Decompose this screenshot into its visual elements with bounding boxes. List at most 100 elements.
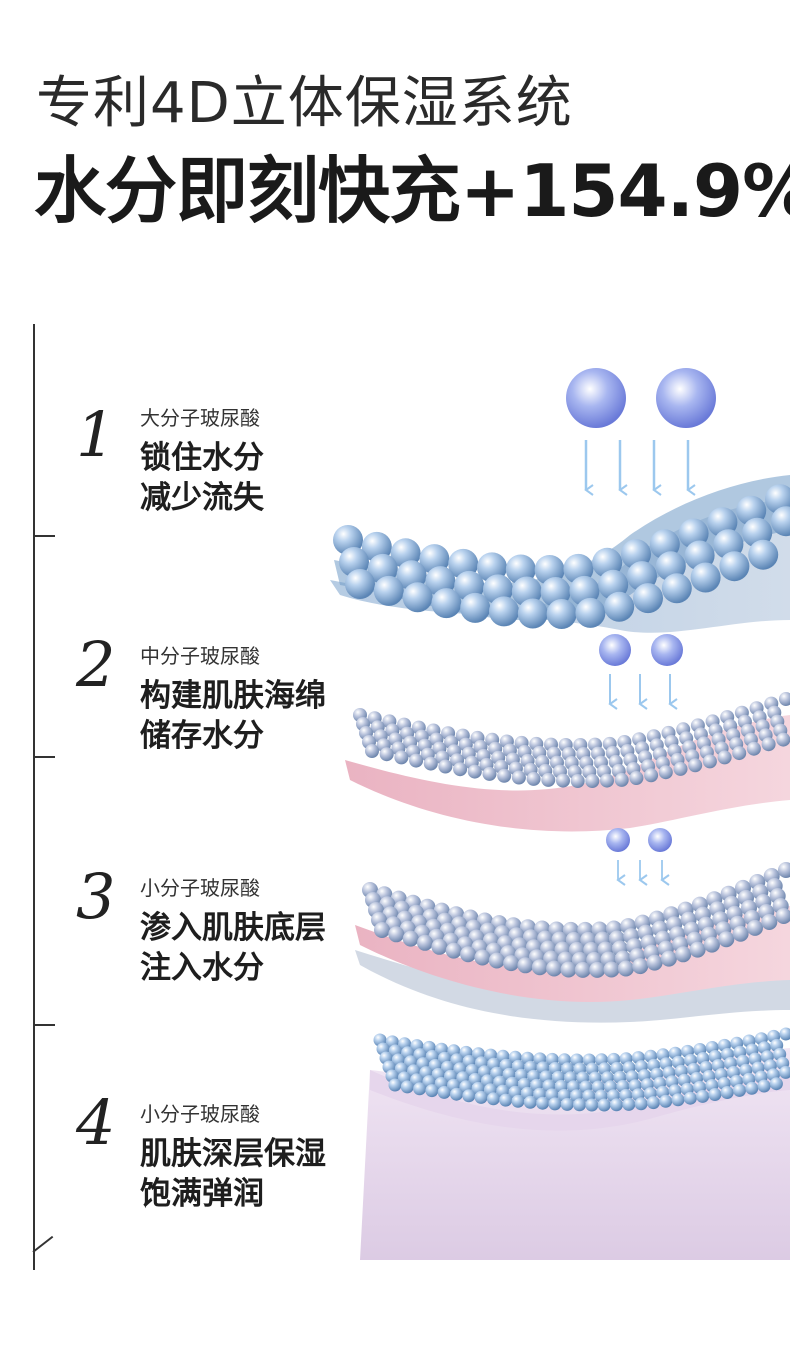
bead bbox=[431, 938, 448, 955]
bead bbox=[610, 1098, 623, 1112]
layer-4-deep-moisture bbox=[360, 1027, 790, 1260]
bead bbox=[779, 692, 790, 706]
bead bbox=[373, 575, 404, 606]
bead bbox=[688, 758, 703, 773]
step-number: 2 bbox=[76, 628, 116, 701]
bead bbox=[402, 930, 419, 947]
bead bbox=[511, 1094, 525, 1108]
bead bbox=[779, 1065, 790, 1079]
bead bbox=[394, 750, 409, 765]
layer-2-medium-molecules bbox=[345, 634, 790, 832]
large-molecule-icon bbox=[656, 368, 716, 428]
bead bbox=[733, 1083, 746, 1097]
bead bbox=[671, 1093, 685, 1107]
bead bbox=[644, 768, 659, 783]
bead bbox=[696, 1089, 710, 1103]
bead bbox=[365, 744, 379, 758]
bead bbox=[517, 957, 534, 974]
bead bbox=[776, 732, 790, 747]
bead bbox=[661, 573, 692, 604]
layer-1-large-molecules bbox=[330, 368, 790, 633]
bead bbox=[689, 941, 706, 958]
step-number: 4 bbox=[76, 1086, 116, 1159]
bead bbox=[450, 1087, 463, 1101]
bead bbox=[531, 959, 548, 976]
bead bbox=[517, 598, 548, 629]
bead bbox=[546, 960, 563, 977]
bead bbox=[556, 773, 570, 788]
bead bbox=[573, 1098, 586, 1112]
bead bbox=[388, 1078, 402, 1092]
bead bbox=[523, 1095, 537, 1109]
step-subtitle: 小分子玻尿酸 bbox=[140, 876, 260, 900]
bead bbox=[732, 746, 747, 761]
bead bbox=[634, 1097, 648, 1111]
bead bbox=[460, 946, 477, 963]
bead bbox=[659, 1094, 673, 1108]
bead bbox=[548, 1097, 562, 1111]
bead bbox=[585, 1098, 599, 1112]
step-number: 1 bbox=[76, 398, 116, 471]
medium-molecule-icon bbox=[651, 634, 683, 666]
title-text: 专利4D立体保湿系统 bbox=[36, 71, 573, 136]
hyaluronic-layers-illustration bbox=[330, 368, 790, 1260]
arrow-icons bbox=[584, 440, 696, 496]
bead bbox=[775, 908, 790, 924]
bead bbox=[732, 925, 749, 942]
bead bbox=[560, 1097, 574, 1111]
bead bbox=[453, 762, 468, 777]
bead bbox=[379, 747, 394, 762]
bead bbox=[467, 764, 482, 779]
bead bbox=[585, 774, 600, 788]
bead bbox=[761, 914, 778, 930]
step-subtitle: 小分子玻尿酸 bbox=[140, 1102, 260, 1126]
bead bbox=[632, 958, 649, 975]
bead bbox=[771, 506, 790, 537]
bead bbox=[746, 741, 761, 756]
medium-molecule-icon bbox=[599, 634, 631, 666]
timeline-line bbox=[33, 324, 35, 1270]
bead bbox=[779, 1027, 790, 1041]
bead bbox=[536, 1096, 550, 1110]
bead bbox=[690, 562, 721, 593]
bead bbox=[575, 597, 606, 628]
bead bbox=[614, 772, 629, 787]
bead bbox=[499, 1093, 513, 1107]
bead bbox=[719, 551, 750, 582]
bead bbox=[437, 1085, 451, 1099]
bead bbox=[462, 1089, 476, 1103]
bead bbox=[409, 753, 424, 768]
small-molecule-icon bbox=[648, 828, 672, 852]
bead bbox=[597, 1098, 611, 1112]
bead bbox=[622, 1097, 636, 1111]
step-description: 肌肤深层保湿饱满弹润 bbox=[140, 1136, 326, 1212]
bead bbox=[703, 936, 720, 953]
bead bbox=[546, 599, 577, 629]
arrow-icons bbox=[616, 860, 670, 886]
bead bbox=[658, 765, 673, 780]
bead bbox=[445, 942, 462, 959]
bead bbox=[503, 955, 520, 972]
large-molecule-icon bbox=[566, 368, 626, 428]
bead bbox=[423, 756, 438, 771]
bead bbox=[345, 569, 375, 599]
bead bbox=[745, 1081, 759, 1095]
bead bbox=[708, 1088, 722, 1101]
bead bbox=[646, 1096, 660, 1110]
bead bbox=[431, 588, 462, 619]
bead bbox=[604, 591, 635, 622]
bead bbox=[474, 1090, 488, 1104]
bead bbox=[425, 1084, 439, 1098]
bead bbox=[402, 582, 433, 613]
layer-3-small-molecules bbox=[355, 828, 790, 1023]
bead bbox=[633, 583, 663, 614]
bead bbox=[589, 961, 606, 978]
bead bbox=[400, 1080, 414, 1094]
bead bbox=[541, 772, 556, 787]
title-line-1: 专利4D立体保湿系统 bbox=[36, 58, 573, 139]
bead bbox=[757, 1079, 771, 1093]
bead bbox=[617, 960, 634, 977]
bead bbox=[526, 771, 541, 786]
step-description: 锁住水分减少流失 bbox=[140, 440, 264, 516]
bead bbox=[683, 1091, 697, 1105]
